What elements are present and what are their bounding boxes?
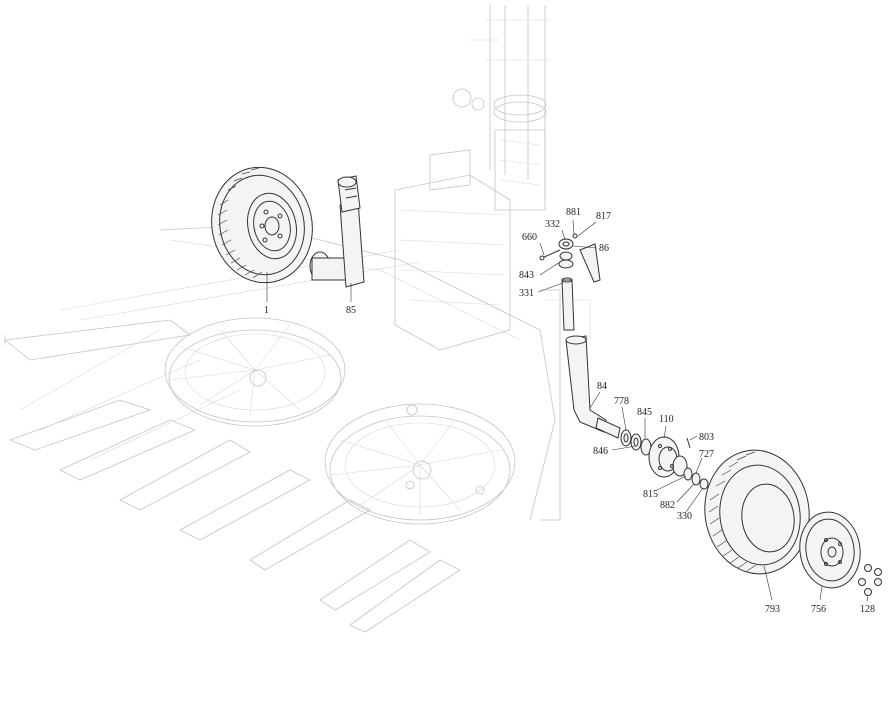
- pivot-hardware-group: [539, 233, 601, 283]
- right-wheel-tire: [704, 449, 810, 575]
- hub-fasteners: [683, 437, 713, 491]
- callout-845: 845: [637, 407, 652, 418]
- callout-85: 85: [346, 305, 356, 316]
- callout-110: 110: [659, 414, 674, 425]
- ghost-machine-frame: [4, 5, 591, 633]
- callout-778: 778: [614, 396, 629, 407]
- callout-660: 660: [522, 232, 537, 243]
- callout-330: 330: [677, 511, 692, 522]
- left-wheel-tire: [211, 166, 313, 284]
- callout-labels: 1 85 660 332 881 817 86 843 331 84 778 8…: [264, 207, 875, 615]
- callout-331: 331: [519, 288, 534, 299]
- lug-nuts: [858, 564, 882, 596]
- callout-843: 843: [519, 270, 534, 281]
- callout-846: 846: [593, 446, 608, 457]
- callout-815: 815: [643, 489, 658, 500]
- callout-332: 332: [545, 219, 560, 230]
- callout-882: 882: [660, 500, 675, 511]
- callout-86: 86: [599, 243, 609, 254]
- callout-727: 727: [699, 449, 714, 460]
- callout-803: 803: [699, 432, 714, 443]
- wheel-hub: [648, 436, 688, 478]
- spindle-shaft: [561, 277, 575, 331]
- right-wheel-rim: [799, 511, 861, 589]
- right-axle-leg: [565, 335, 621, 439]
- left-axle-strut: [309, 175, 365, 288]
- callout-1: 1: [264, 305, 269, 316]
- callout-756: 756: [811, 604, 826, 615]
- bearing-seal-stack: [620, 429, 652, 456]
- callout-128: 128: [860, 604, 875, 615]
- callout-793: 793: [765, 604, 780, 615]
- leader-lines: [266, 219, 869, 602]
- callout-881: 881: [566, 207, 581, 218]
- callout-84: 84: [597, 381, 607, 392]
- callout-817: 817: [596, 211, 611, 222]
